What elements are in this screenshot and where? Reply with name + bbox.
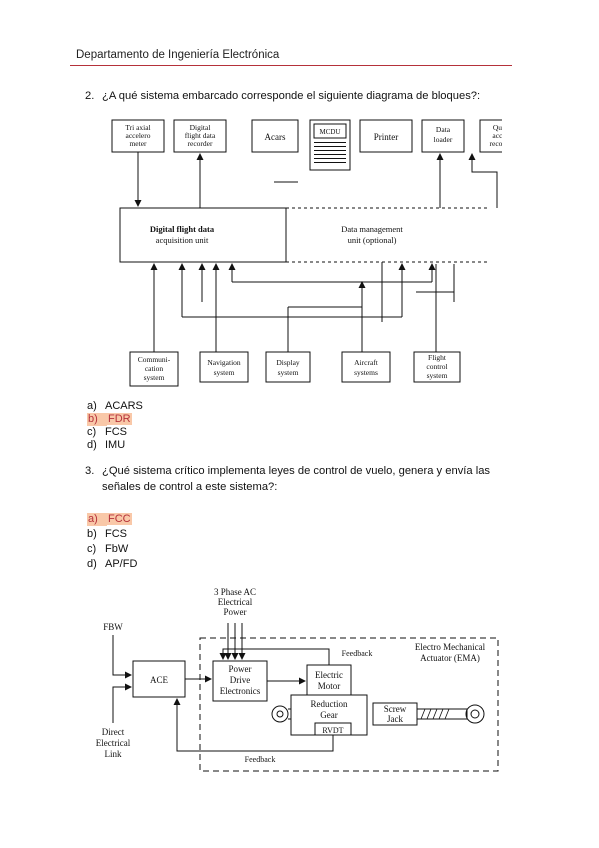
- svg-text:meter: meter: [129, 139, 147, 148]
- svg-text:control: control: [426, 362, 447, 371]
- svg-text:Electrical: Electrical: [96, 738, 131, 748]
- svg-text:systems: systems: [354, 368, 378, 377]
- label-pde: Power: [229, 664, 252, 674]
- svg-text:system: system: [214, 368, 235, 377]
- svg-text:access: access: [492, 131, 502, 140]
- header-divider: [70, 65, 512, 66]
- box-data-loader: [421, 119, 465, 153]
- label-gear: Reduction: [311, 699, 348, 709]
- svg-text:Actuator (EMA): Actuator (EMA): [420, 653, 480, 663]
- svg-text:loader: loader: [434, 135, 453, 144]
- svg-text:system: system: [144, 373, 165, 382]
- question-3: 3. ¿Qué sistema crítico implementa leyes…: [85, 463, 525, 497]
- question-2: 2. ¿A qué sistema embarcado corresponde …: [85, 88, 525, 104]
- label-power: 3 Phase AC: [214, 587, 256, 597]
- svg-text:accelero: accelero: [126, 131, 151, 140]
- q3-option-b[interactable]: b)FCS: [87, 528, 127, 540]
- q3-option-d[interactable]: d)AP/FD: [87, 558, 138, 570]
- svg-text:Electronics: Electronics: [220, 686, 261, 696]
- box-flight-data-recorder: [173, 119, 227, 153]
- box-aircraft-systems: [341, 351, 391, 383]
- label-ema: Electro Mechanical: [415, 642, 486, 652]
- label-acquisition-unit: Digital flight data: [150, 224, 215, 234]
- label-flight-control: Flight: [428, 353, 447, 362]
- label-printer: Printer: [374, 132, 399, 142]
- fdr-block-diagram: Tri axial accelero meter Digital flight …: [111, 119, 502, 387]
- label-accelerometer: Tri axial: [125, 123, 150, 132]
- question-number: 3.: [85, 465, 95, 477]
- label-data-management: Data management: [341, 224, 403, 234]
- box-quick-access-recorder: [479, 119, 502, 153]
- box-navigation: [199, 351, 249, 383]
- box-acars: [251, 119, 299, 153]
- q2-option-c[interactable]: c)FCS: [87, 426, 127, 438]
- label-screw: Screw: [384, 704, 407, 714]
- svg-text:Gear: Gear: [320, 710, 338, 720]
- label-rvdt: RVDT: [322, 726, 343, 735]
- box-printer: [359, 119, 413, 153]
- svg-text:flight data: flight data: [185, 131, 216, 140]
- svg-text:acquisition unit: acquisition unit: [156, 235, 209, 245]
- svg-text:Drive: Drive: [230, 675, 251, 685]
- svg-text:Power: Power: [224, 607, 247, 617]
- label-fbw: FBW: [103, 622, 123, 632]
- question-text: ¿A qué sistema embarcado corresponde el …: [102, 90, 481, 102]
- q2-option-b[interactable]: b)FDR: [87, 413, 132, 426]
- label-fdr: Digital: [190, 123, 211, 132]
- q3-option-a[interactable]: a)FCC: [87, 513, 132, 526]
- svg-text:Electrical: Electrical: [218, 597, 253, 607]
- q2-option-a[interactable]: a)ACARS: [87, 400, 143, 412]
- label-direct: Direct: [102, 727, 125, 737]
- question-number: 2.: [85, 90, 95, 102]
- q3-option-c[interactable]: c)FbW: [87, 543, 129, 555]
- svg-text:recorder: recorder: [490, 139, 502, 148]
- q2-option-d[interactable]: d)IMU: [87, 439, 126, 451]
- label-feedback-top: Feedback: [342, 649, 373, 658]
- svg-text:cation: cation: [145, 364, 164, 373]
- label-navigation: Navigation: [207, 358, 241, 367]
- label-motor: Electric: [315, 670, 343, 680]
- label-communication: Communi-: [138, 355, 171, 364]
- ema-block-diagram: 3 Phase AC Electrical Power FBW Direct E…: [96, 587, 499, 772]
- box-mcdu: [309, 119, 351, 171]
- label-qar: Quick: [493, 123, 502, 132]
- svg-text:unit (optional): unit (optional): [348, 235, 397, 245]
- label-display: Display: [276, 358, 300, 367]
- box-display: [265, 351, 311, 383]
- label-aircraft: Aircraft: [354, 358, 379, 367]
- label-feedback-bottom: Feedback: [245, 755, 276, 764]
- svg-text:recorder: recorder: [188, 139, 213, 148]
- svg-text:system: system: [427, 371, 448, 380]
- label-ace: ACE: [150, 675, 169, 685]
- svg-text:system: system: [278, 368, 299, 377]
- svg-text:Link: Link: [105, 749, 122, 759]
- svg-text:Jack: Jack: [387, 714, 403, 724]
- label-mcdu: MCDU: [319, 128, 340, 136]
- label-data-loader: Data: [436, 125, 451, 134]
- box-flight-control: [413, 351, 461, 383]
- question-text: ¿Qué sistema crítico implementa leyes de…: [102, 465, 491, 493]
- label-acars: Acars: [265, 132, 286, 142]
- svg-text:Motor: Motor: [318, 681, 341, 691]
- ema-boundary: [199, 637, 499, 772]
- page-header: Departamento de Ingeniería Electrónica: [76, 49, 280, 61]
